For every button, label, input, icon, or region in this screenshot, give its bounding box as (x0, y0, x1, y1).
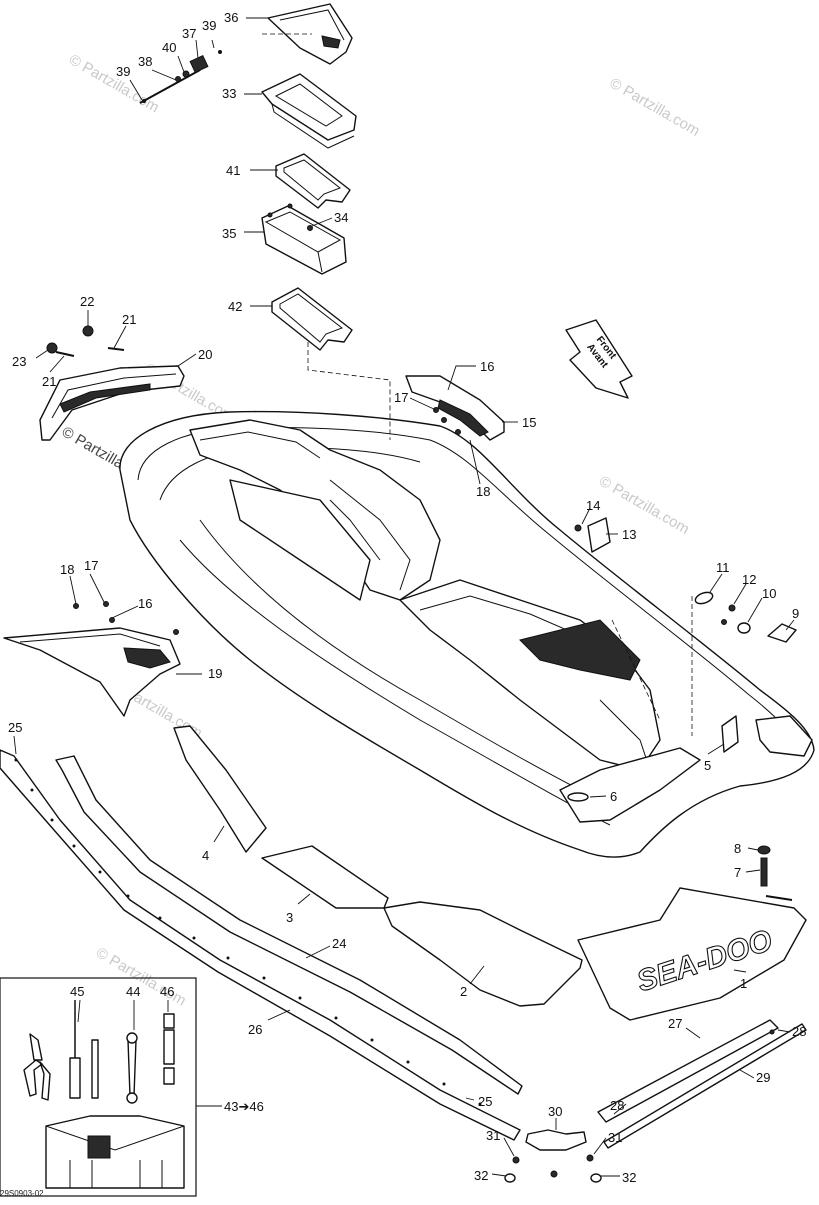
drain-hardware (694, 591, 797, 643)
callout-25-b: 25 (478, 1094, 492, 1109)
callout-7: 7 (734, 865, 741, 880)
callout-25: 25 (8, 720, 22, 735)
watermark-text: © Partzilla.com (93, 944, 189, 1009)
watermark-text: © Partzilla.com (596, 473, 692, 538)
callout-3: 3 (286, 910, 293, 925)
callout-9: 9 (792, 606, 799, 621)
rear-bumper-30 (504, 1129, 602, 1183)
callout-31-b: 31 (608, 1130, 622, 1145)
callout-28-b: 28 (610, 1098, 624, 1113)
callout-14: 14 (586, 498, 600, 513)
callout-24: 24 (332, 936, 346, 951)
mat-2 (383, 901, 583, 1007)
callout-37: 37 (182, 26, 196, 41)
cap-6 (567, 792, 589, 802)
storage-seal-41 (275, 153, 351, 209)
side-strips (0, 749, 523, 1141)
decal-mat-1: SEA-DOO (577, 887, 807, 1021)
callout-22: 22 (80, 294, 94, 309)
callout-18: 18 (476, 484, 490, 499)
callout-45: 45 (70, 984, 84, 999)
callout-21: 21 (122, 312, 136, 327)
callout-13: 13 (622, 527, 636, 542)
callout-29: 29 (756, 1070, 770, 1085)
grab-handle-20 (39, 325, 185, 441)
callout-39-b: 39 (116, 64, 130, 79)
pliers-45 (23, 1033, 51, 1101)
leader-lines (13, 17, 795, 1177)
callout-1: 1 (740, 976, 747, 991)
watermark-text: © Partzilla.com (607, 75, 703, 140)
plate-5 (721, 715, 739, 753)
side-handle-19 (3, 601, 181, 717)
wrench-44 (126, 1032, 138, 1104)
callout-11: 11 (716, 560, 730, 575)
gasket-42 (271, 287, 353, 351)
spark-plug-wrench-46 (163, 1013, 175, 1085)
callout-16-b: 16 (138, 596, 152, 611)
callout-17: 17 (394, 390, 408, 405)
callout-39: 39 (202, 18, 216, 33)
callout-36: 36 (224, 10, 238, 25)
callout-38: 38 (138, 54, 152, 69)
tool-kit-box (0, 977, 197, 1197)
grab-handle-15 (405, 375, 505, 441)
callout-15: 15 (522, 415, 536, 430)
callout-4: 4 (202, 848, 209, 863)
callout-18-b: 18 (60, 562, 74, 577)
storage-frame-33 (261, 73, 357, 149)
callout-33: 33 (222, 86, 236, 101)
callout-8: 8 (734, 841, 741, 856)
callout-41: 41 (226, 163, 240, 178)
callout-21-b: 21 (42, 374, 56, 389)
callout-30: 30 (548, 1104, 562, 1119)
callout-35: 35 (222, 226, 236, 241)
callout-28: 28 (792, 1024, 806, 1039)
tool-pouch-43 (45, 1115, 185, 1189)
hinge-hardware (139, 50, 222, 104)
callout-labels: 36 39 37 40 38 39 33 41 34 35 42 22 21 2… (8, 10, 806, 1185)
callout-17-b: 17 (84, 558, 98, 573)
callout-2: 2 (460, 984, 467, 999)
callout-6: 6 (610, 789, 617, 804)
callout-19: 19 (208, 666, 222, 681)
callout-5: 5 (704, 758, 711, 773)
callout-10: 10 (762, 586, 776, 601)
callout-40: 40 (162, 40, 176, 55)
callout-34: 34 (334, 210, 348, 225)
front-arrow: Front Avant (565, 319, 633, 399)
callout-32: 32 (474, 1168, 488, 1183)
callout-42: 42 (228, 299, 242, 314)
callout-16: 16 (480, 359, 494, 374)
mat-3 (261, 845, 389, 909)
callout-43-46: 43➔46 (224, 1099, 264, 1114)
strake-4 (173, 725, 267, 853)
drain-pin-7-8 (757, 845, 793, 901)
callout-12: 12 (742, 572, 756, 587)
strip-dots (14, 758, 482, 1106)
callout-44: 44 (126, 984, 140, 999)
callout-32-b: 32 (622, 1170, 636, 1185)
callout-23: 23 (12, 354, 26, 369)
callout-27: 27 (668, 1016, 682, 1031)
bracket-13 (574, 517, 611, 553)
storage-bin-35 (261, 203, 347, 275)
callout-20: 20 (198, 347, 212, 362)
rear-strips (597, 1019, 807, 1149)
reference-lines (262, 33, 693, 736)
callout-46: 46 (160, 984, 174, 999)
callout-26: 26 (248, 1022, 262, 1037)
callout-31: 31 (486, 1128, 500, 1143)
reference-code: 29S0903-02 (0, 1189, 44, 1198)
deck-body (119, 410, 815, 858)
screwdriver-45 (69, 1000, 99, 1099)
